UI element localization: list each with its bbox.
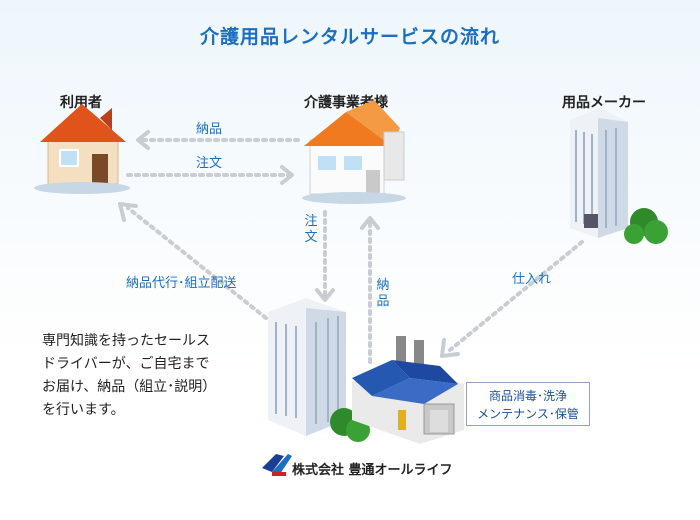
arrow-purchase xyxy=(448,240,584,352)
provider-building-icon xyxy=(302,100,406,204)
headquarters-building-icon xyxy=(268,298,370,442)
arrow-proxy-delivery xyxy=(126,206,268,320)
flow-label-purchase: 仕入れ xyxy=(512,272,552,287)
flow-label-order-vertical: 注文 xyxy=(304,214,318,245)
node-label-user: 利用者 xyxy=(60,95,102,111)
company-logo-icon xyxy=(262,454,292,476)
diagram-title: 介護用品レンタルサービスの流れ xyxy=(199,26,500,48)
house-icon xyxy=(34,104,130,194)
flow-label-order-top: 注文 xyxy=(196,156,223,171)
flow-label-delivery-top: 納品 xyxy=(196,122,223,137)
flow-label-delivery-vertical: 納品 xyxy=(376,278,390,309)
maker-building-icon xyxy=(570,108,668,244)
flow-label-proxy-delivery: 納品代行･組立配送 xyxy=(126,276,237,291)
warehouse-icon xyxy=(352,336,464,444)
node-label-maker: 用品メーカー xyxy=(562,95,646,111)
maintenance-box: 商品消毒･洗浄 メンテナンス･保管 xyxy=(466,382,590,426)
company-name: 株式会社 豊通オールライフ xyxy=(292,463,453,478)
service-description: 専門知識を持ったセールス ドライバーが、ご自宅まで お届け、納品（組立･説明） … xyxy=(42,333,217,418)
